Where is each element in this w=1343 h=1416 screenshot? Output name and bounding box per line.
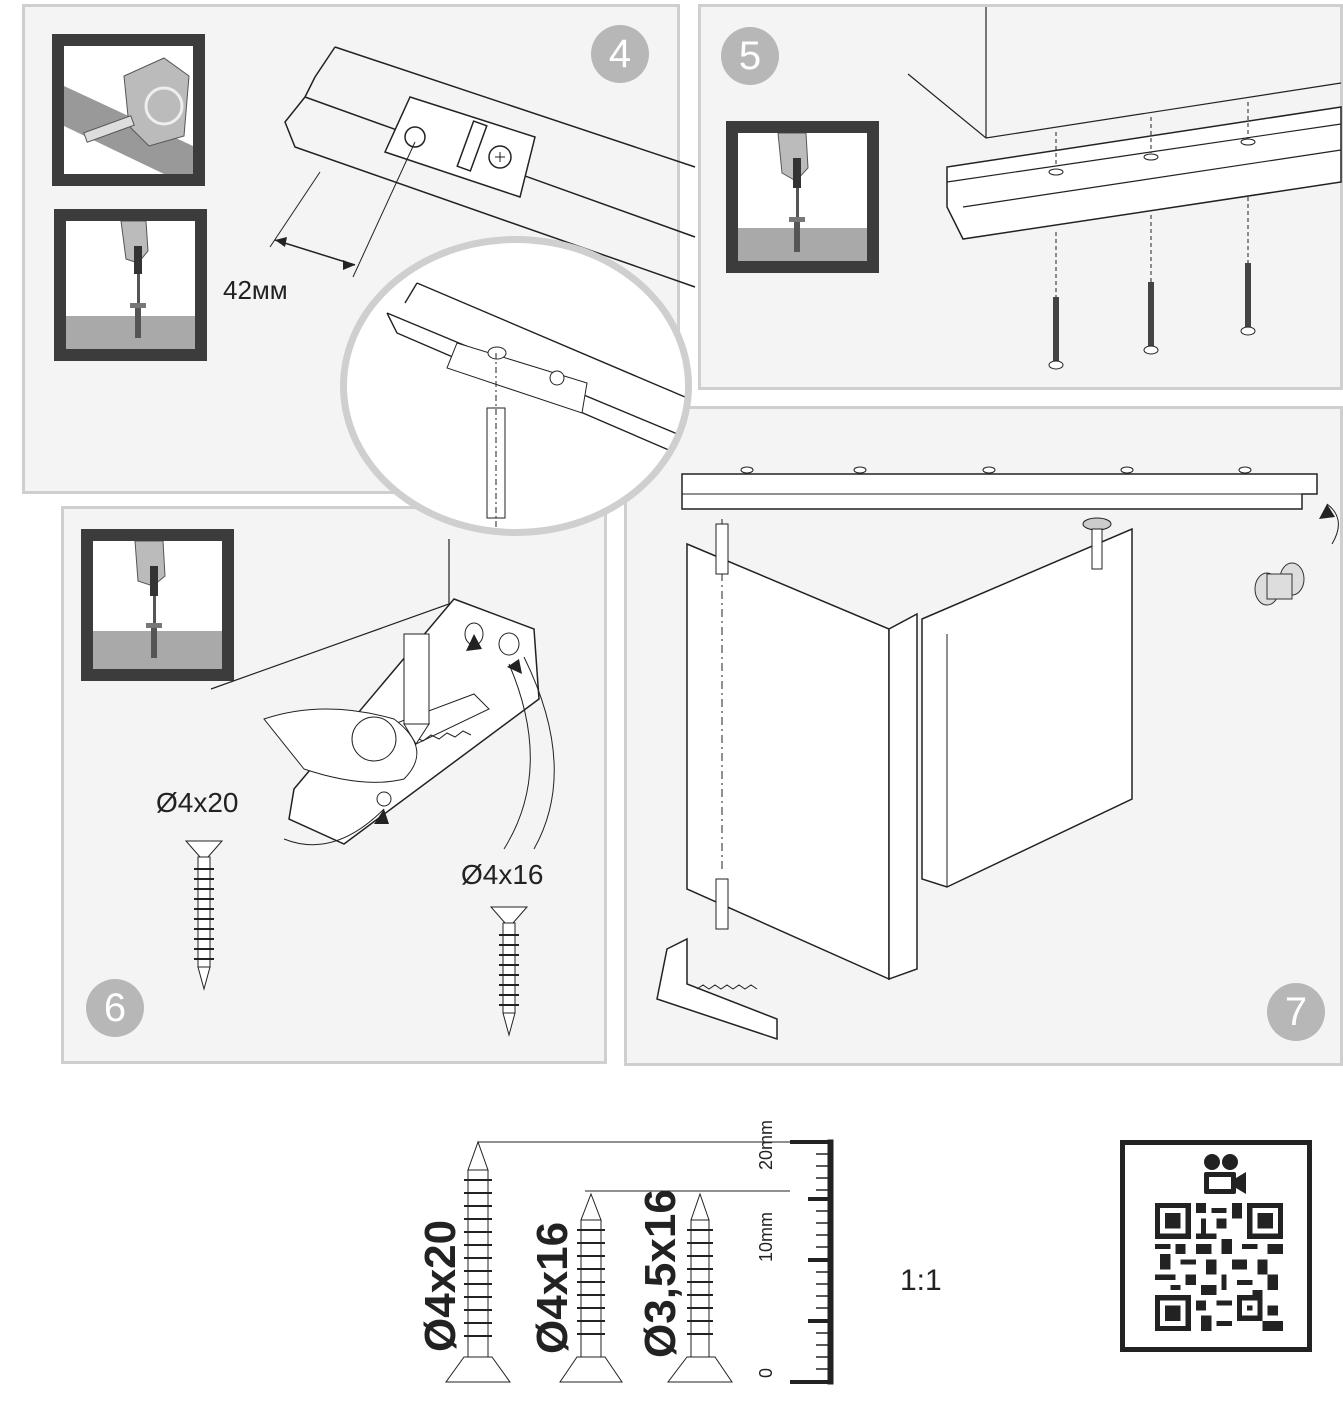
tape-measure-inset [52, 34, 205, 186]
gauge-label-3-5x16: Ø3,5x16 [636, 1189, 685, 1358]
dimension-label-42mm: 42мм [223, 275, 288, 305]
track-closeup-drawing [269, 46, 696, 288]
screwdriver-inset-5 [726, 121, 879, 273]
step-7-panel: 7 [624, 406, 1343, 1066]
screwdriver-inset-4 [54, 209, 207, 361]
ruler [790, 1139, 834, 1385]
gauge-label-4x20: Ø4x20 [416, 1219, 465, 1352]
step-7-badge: 7 [1267, 983, 1325, 1041]
qr-code[interactable] [1155, 1203, 1283, 1331]
screwdriver-icon [93, 541, 222, 669]
screw-4x16-icon [489, 906, 529, 1037]
screw-label-4x16: Ø4x16 [461, 859, 544, 890]
tape-measure-icon [64, 57, 193, 174]
ruler-label-10mm: 10mm [756, 1211, 776, 1262]
magnifier-circle [340, 236, 692, 536]
screw-label-4x20: Ø4x20 [156, 787, 239, 818]
screwdriver-icon [738, 133, 867, 261]
ruler-label-0: 0 [756, 1367, 776, 1378]
screw-4x20-full-size-icon [445, 1140, 511, 1383]
step-5-badge: 5 [721, 27, 779, 85]
bottom-bracket-drawing [210, 539, 555, 850]
video-camera-icon [1204, 1154, 1246, 1194]
qr-code-box[interactable] [1120, 1140, 1312, 1352]
step-6-panel: 6 Ø4x20 Ø4x16 [61, 506, 607, 1064]
screwdriver-icon [66, 221, 195, 349]
screw-gauge: Ø4x20 Ø4x16 Ø3,5x16 20mm 10mm 0 [400, 1090, 860, 1416]
scale-label: 1:1 [900, 1264, 942, 1297]
step-4-badge: 4 [591, 25, 649, 83]
roller-carriage-icon [1254, 562, 1305, 606]
screw-3-5x16-full-size-icon [666, 1192, 733, 1383]
step-5-panel: 5 [698, 4, 1343, 390]
track-zoom-drawing [386, 282, 685, 529]
screw-4x16-full-size-icon [559, 1192, 623, 1383]
ruler-label-20mm: 20mm [756, 1119, 776, 1170]
step-6-badge: 6 [86, 979, 144, 1037]
folding-door-assembly-drawing [656, 466, 1339, 1041]
screw-gauge-drawing [445, 1139, 834, 1385]
track-ceiling-mount-drawing [907, 7, 1342, 370]
gauge-label-4x16: Ø4x16 [528, 1221, 577, 1354]
screwdriver-inset-6 [81, 529, 234, 681]
screw-4x20-icon [184, 840, 224, 991]
